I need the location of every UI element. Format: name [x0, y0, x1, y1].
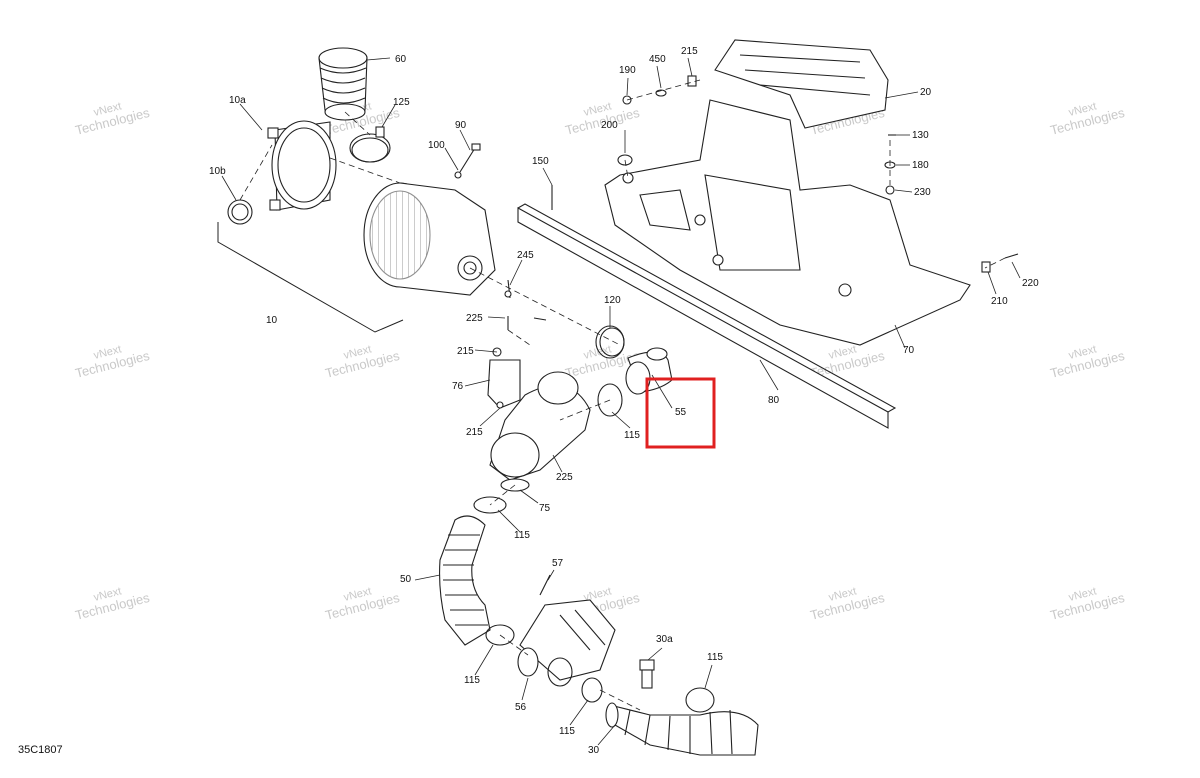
callout-50: 50 — [400, 574, 412, 585]
highlight-box-part-55 — [645, 377, 716, 449]
screw-part-220 — [1004, 253, 1019, 259]
clamp-part-115-right — [685, 687, 715, 713]
intake-hose-part-30 — [605, 702, 759, 756]
callout-215-top: 215 — [681, 46, 698, 57]
clamp-part-115-lower-right — [581, 677, 603, 703]
callout-210: 210 — [991, 296, 1008, 307]
washer-part-450 — [655, 89, 667, 97]
callout-115-right: 115 — [707, 652, 723, 663]
callout-60: 60 — [395, 54, 407, 65]
callout-245: 245 — [517, 250, 534, 261]
hose-part-50 — [439, 515, 491, 646]
callout-80: 80 — [768, 395, 780, 406]
callout-130: 130 — [912, 130, 929, 141]
clip-part-215-top — [687, 75, 697, 87]
callout-220: 220 — [1022, 278, 1039, 289]
callout-450: 450 — [649, 54, 666, 65]
callout-56: 56 — [515, 702, 527, 713]
air-filter-housing-part-10 — [363, 182, 496, 296]
screw-part-57 — [539, 574, 551, 596]
clip-part-210 — [981, 261, 991, 273]
sensor-part-30a — [639, 659, 655, 689]
group-bracket-10 — [217, 222, 404, 333]
callout-125: 125 — [393, 97, 410, 108]
bolt-part-90 — [454, 143, 481, 179]
callout-75: 75 — [539, 503, 551, 514]
assembly-lines — [239, 79, 1006, 711]
callout-200: 200 — [601, 120, 618, 131]
resonator-part-75 — [489, 371, 591, 492]
callout-115-lower-mid: 115 — [559, 726, 575, 737]
ring-cover-part-10a — [267, 120, 337, 211]
throttle-body-part-56 — [517, 599, 616, 681]
callout-180: 180 — [912, 160, 929, 171]
callout-225-lower: 225 — [556, 472, 573, 483]
callout-225-upper: 225 — [466, 313, 483, 324]
callout-190: 190 — [619, 65, 636, 76]
clamp-part-115-upper — [597, 383, 623, 417]
screw-part-225 — [507, 316, 547, 330]
callout-10a: 10a — [229, 95, 246, 106]
nut-part-230 — [885, 185, 895, 195]
leader-lines — [221, 57, 1021, 746]
callout-30a: 30a — [656, 634, 673, 645]
callout-20: 20 — [920, 87, 932, 98]
top-cover-part-20 — [714, 39, 889, 129]
callout-215-left: 215 — [457, 346, 474, 357]
callout-30: 30 — [588, 745, 600, 756]
cap-part-10b — [227, 199, 253, 225]
clamp-part-115-lower-mid — [547, 657, 573, 687]
clamp-part-125 — [349, 126, 391, 163]
diagram-code: 35C1807 — [18, 744, 63, 756]
callout-230: 230 — [914, 187, 931, 198]
callout-57: 57 — [552, 558, 564, 569]
callout-120: 120 — [604, 295, 621, 306]
callout-115-elbow: 115 — [624, 430, 640, 441]
callout-150: 150 — [532, 156, 549, 167]
stud-part-245 — [504, 279, 512, 299]
callout-10: 10 — [266, 315, 278, 326]
rail-part-80 — [517, 203, 897, 429]
callout-76: 76 — [452, 381, 464, 392]
clamp-part-115-mid — [473, 496, 507, 514]
airbox-base-part-70 — [604, 99, 971, 346]
callout-215-lower: 215 — [466, 427, 483, 438]
callout-100: 100 — [428, 140, 445, 151]
callout-70: 70 — [903, 345, 915, 356]
callout-115-mid: 115 — [514, 530, 530, 541]
clamp-part-115-lower-left — [485, 624, 515, 646]
bellows-boot-part-60 — [318, 47, 368, 121]
callout-55: 55 — [675, 407, 687, 418]
bracket-part-76 — [487, 347, 521, 409]
callout-10b: 10b — [209, 166, 226, 177]
callout-90: 90 — [455, 120, 467, 131]
callout-115-lower-left: 115 — [464, 675, 480, 686]
